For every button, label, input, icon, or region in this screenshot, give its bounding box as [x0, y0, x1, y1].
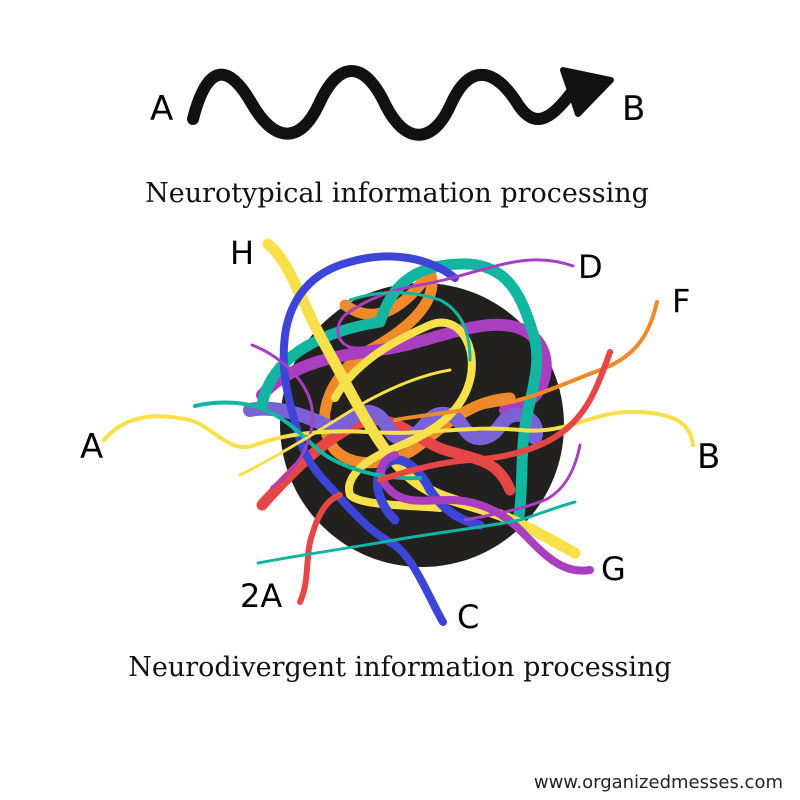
thread-yellow-thin-upper	[238, 368, 452, 477]
end-label-c: C	[457, 598, 479, 636]
thread-purple-thin-d	[336, 258, 575, 350]
thread-yellow-thin	[102, 409, 695, 450]
thread-red-thin-right	[377, 349, 613, 483]
tangled-threads	[102, 238, 695, 626]
wavy-arrow-line	[187, 65, 585, 141]
neurotypical-title: Neurotypical information processing	[145, 178, 649, 209]
thread-lavender-coil	[243, 401, 544, 446]
thread-purple-thin-right	[463, 443, 582, 522]
thread-purple-thin-left	[250, 343, 315, 489]
thread-orange-thin-f	[393, 300, 659, 422]
neurodivergent-title: Neurodivergent information processing	[128, 652, 671, 683]
end-label-2a: 2A	[240, 577, 282, 615]
thread-teal-thin-upper	[348, 291, 472, 362]
thread-yellow-thick	[262, 238, 581, 559]
end-label-d: D	[578, 248, 603, 286]
end-label-b: B	[697, 437, 720, 477]
thread-teal-thin-lower	[256, 500, 577, 565]
neurotypical-section: A B Neurotypical information processing	[145, 65, 649, 209]
end-label-h: H	[230, 234, 254, 272]
end-label-a: A	[80, 427, 103, 467]
neurotypical-start-label: A	[150, 89, 173, 129]
arrow-head	[560, 67, 614, 117]
thread-teal-thick	[256, 258, 543, 521]
thread-blue-thick	[279, 252, 459, 626]
neurotypical-end-label: B	[622, 89, 645, 129]
website-url: www.organizedmesses.com	[534, 772, 783, 793]
thread-red-lower	[297, 492, 343, 605]
end-label-g: G	[601, 550, 626, 588]
neurodivergent-section: H D F A B 2A C G Neurodivergent informat…	[80, 234, 720, 683]
thread-blue-inner	[373, 455, 485, 530]
thread-teal-thin-left	[193, 400, 422, 481]
end-label-f: F	[672, 282, 690, 320]
